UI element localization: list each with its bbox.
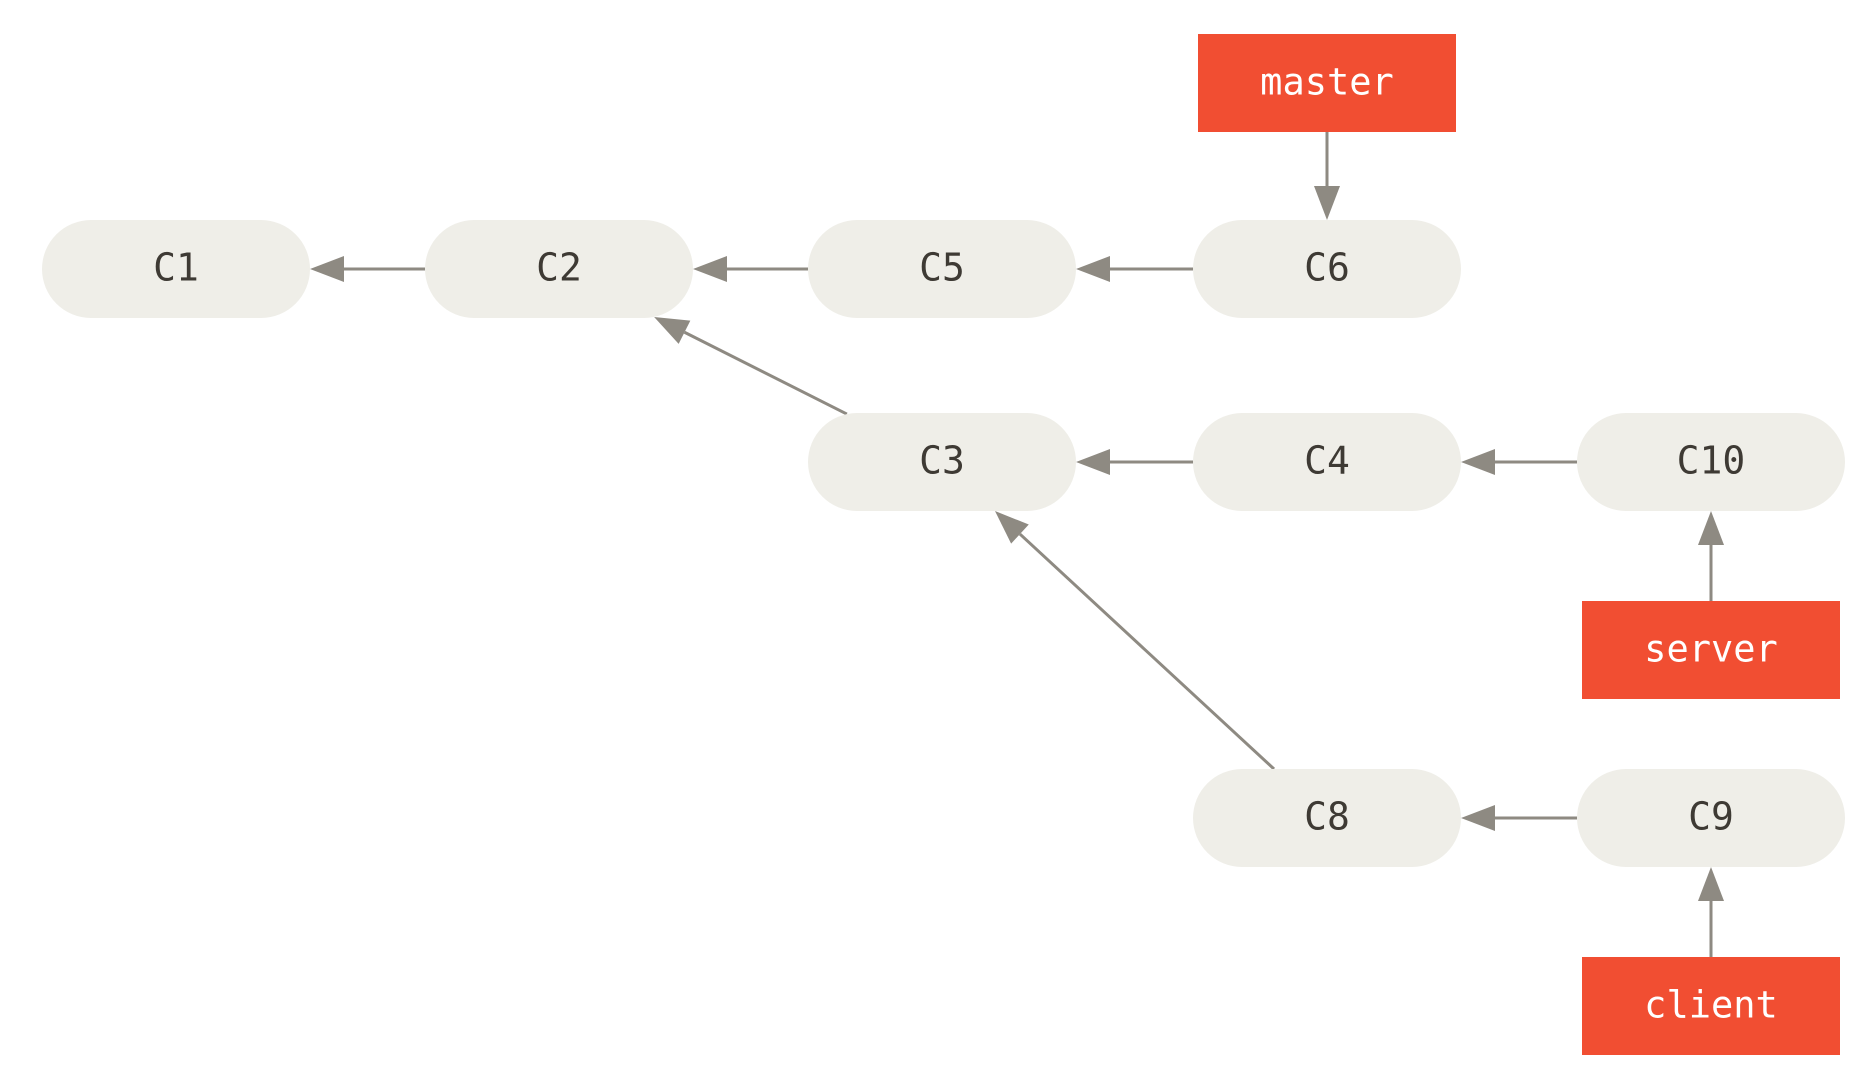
edge-c8-to-c3-arrowhead xyxy=(994,511,1029,544)
edge-c8-to-c3-line xyxy=(1018,532,1276,771)
edge-c2-to-c1 xyxy=(310,256,425,282)
edge-c2-to-c1-arrowhead xyxy=(310,256,344,282)
commit-label: C5 xyxy=(919,246,965,290)
edge-c9-to-c8-arrowhead xyxy=(1461,805,1495,831)
commit-node-c5: C5 xyxy=(808,220,1076,318)
pointer-client-to-c9-arrowhead xyxy=(1698,867,1724,901)
commit-label: C2 xyxy=(536,246,582,290)
commit-node-c1: C1 xyxy=(42,220,310,318)
commit-node-c4: C4 xyxy=(1193,413,1461,511)
commit-shape xyxy=(42,220,310,318)
pointer-client-to-c9 xyxy=(1698,867,1724,957)
commit-label: C8 xyxy=(1304,795,1350,839)
commit-node-c6: C6 xyxy=(1193,220,1461,318)
commit-label: C9 xyxy=(1688,795,1734,839)
commit-node-c8: C8 xyxy=(1193,769,1461,867)
edge-c5-to-c2-arrowhead xyxy=(693,256,727,282)
pointer-master-to-c6-arrowhead xyxy=(1314,186,1340,220)
commit-node-c10: C10 xyxy=(1577,413,1845,511)
branch-label-server: server xyxy=(1582,601,1840,699)
commit-shape xyxy=(1577,413,1845,511)
commit-shape xyxy=(1193,220,1461,318)
pointer-server-to-c10-arrowhead xyxy=(1698,511,1724,545)
edge-c5-to-c2 xyxy=(693,256,808,282)
edge-c4-to-c3-arrowhead xyxy=(1076,449,1110,475)
commit-shape xyxy=(808,220,1076,318)
edges-layer xyxy=(310,132,1724,957)
commit-label: C4 xyxy=(1304,439,1350,483)
branch-name: server xyxy=(1644,628,1778,671)
commit-shape xyxy=(1193,413,1461,511)
edge-c10-to-c4-arrowhead xyxy=(1461,449,1495,475)
branch-name: master xyxy=(1260,61,1394,104)
commit-label: C10 xyxy=(1677,439,1746,483)
commit-label: C1 xyxy=(153,246,199,290)
commit-node-c2: C2 xyxy=(425,220,693,318)
commit-label: C3 xyxy=(919,439,965,483)
edge-c6-to-c5 xyxy=(1076,256,1193,282)
commit-shape xyxy=(808,413,1076,511)
commit-shape xyxy=(1577,769,1845,867)
branch-shape xyxy=(1582,957,1840,1055)
branch-shape xyxy=(1198,34,1456,132)
branch-shape xyxy=(1582,601,1840,699)
edge-c3-to-c2-line xyxy=(683,330,848,416)
pointer-master-to-c6 xyxy=(1314,132,1340,220)
branch-label-client: client xyxy=(1582,957,1840,1055)
edge-c9-to-c8 xyxy=(1461,805,1577,831)
edge-c3-to-c2-arrowhead xyxy=(654,316,691,344)
edge-c10-to-c4 xyxy=(1461,449,1577,475)
commit-shape xyxy=(425,220,693,318)
commit-shape xyxy=(1193,769,1461,867)
edge-c4-to-c3 xyxy=(1076,449,1193,475)
edge-c6-to-c5-arrowhead xyxy=(1076,256,1110,282)
commit-label: C6 xyxy=(1304,246,1350,290)
edge-c3-to-c2 xyxy=(654,316,848,416)
pointer-server-to-c10 xyxy=(1698,511,1724,601)
edge-c8-to-c3 xyxy=(994,511,1276,771)
branch-label-master: master xyxy=(1198,34,1456,132)
commit-node-c9: C9 xyxy=(1577,769,1845,867)
branch-name: client xyxy=(1644,984,1778,1027)
commit-node-c3: C3 xyxy=(808,413,1076,511)
